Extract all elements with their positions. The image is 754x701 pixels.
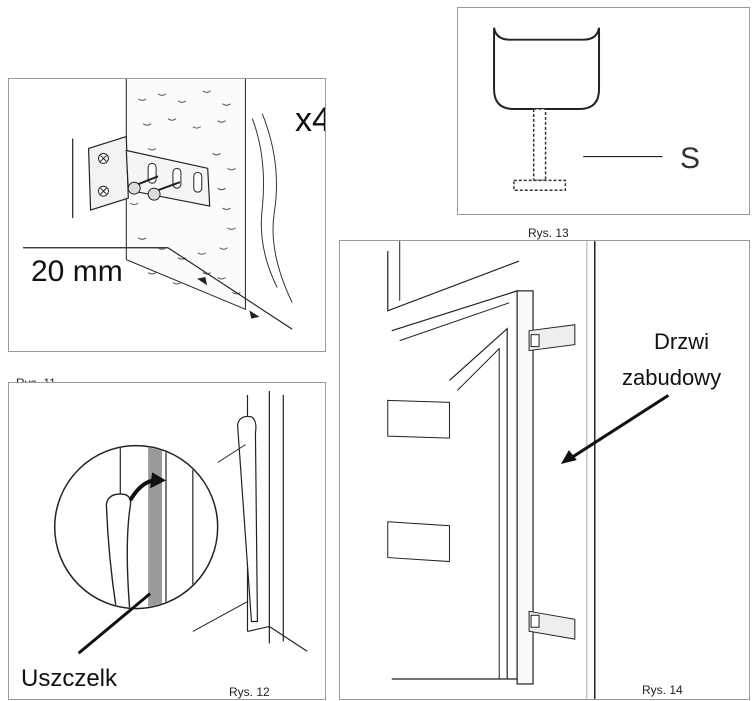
count-label: x4 bbox=[295, 101, 325, 139]
figure-14-caption: Rys. 14 bbox=[642, 683, 683, 697]
hinge-bracket-illustration bbox=[23, 79, 293, 330]
figure-12-panel: Uszczelk Rys. 12 bbox=[8, 382, 326, 700]
figure-14-panel: Drzwi zabudowy Rys. 14 bbox=[339, 240, 750, 700]
furniture-door-label-line2: zabudowy bbox=[622, 365, 722, 390]
furniture-door-label-line1: Drzwi bbox=[654, 329, 709, 354]
figure-12-caption: Rys. 12 bbox=[229, 685, 270, 699]
figure-13-caption: Rys. 13 bbox=[528, 226, 569, 240]
dimension-label: 20 mm bbox=[31, 255, 123, 288]
spacer-label: S bbox=[680, 142, 701, 175]
door-seal-illustration bbox=[53, 390, 308, 655]
seal-label: Uszczelk bbox=[21, 665, 118, 692]
figure-11-panel: x4 20 mm bbox=[8, 78, 326, 352]
furniture-door-illustration bbox=[387, 241, 670, 699]
figure-13-panel: S bbox=[457, 7, 750, 215]
spacer-illustration bbox=[493, 27, 663, 191]
